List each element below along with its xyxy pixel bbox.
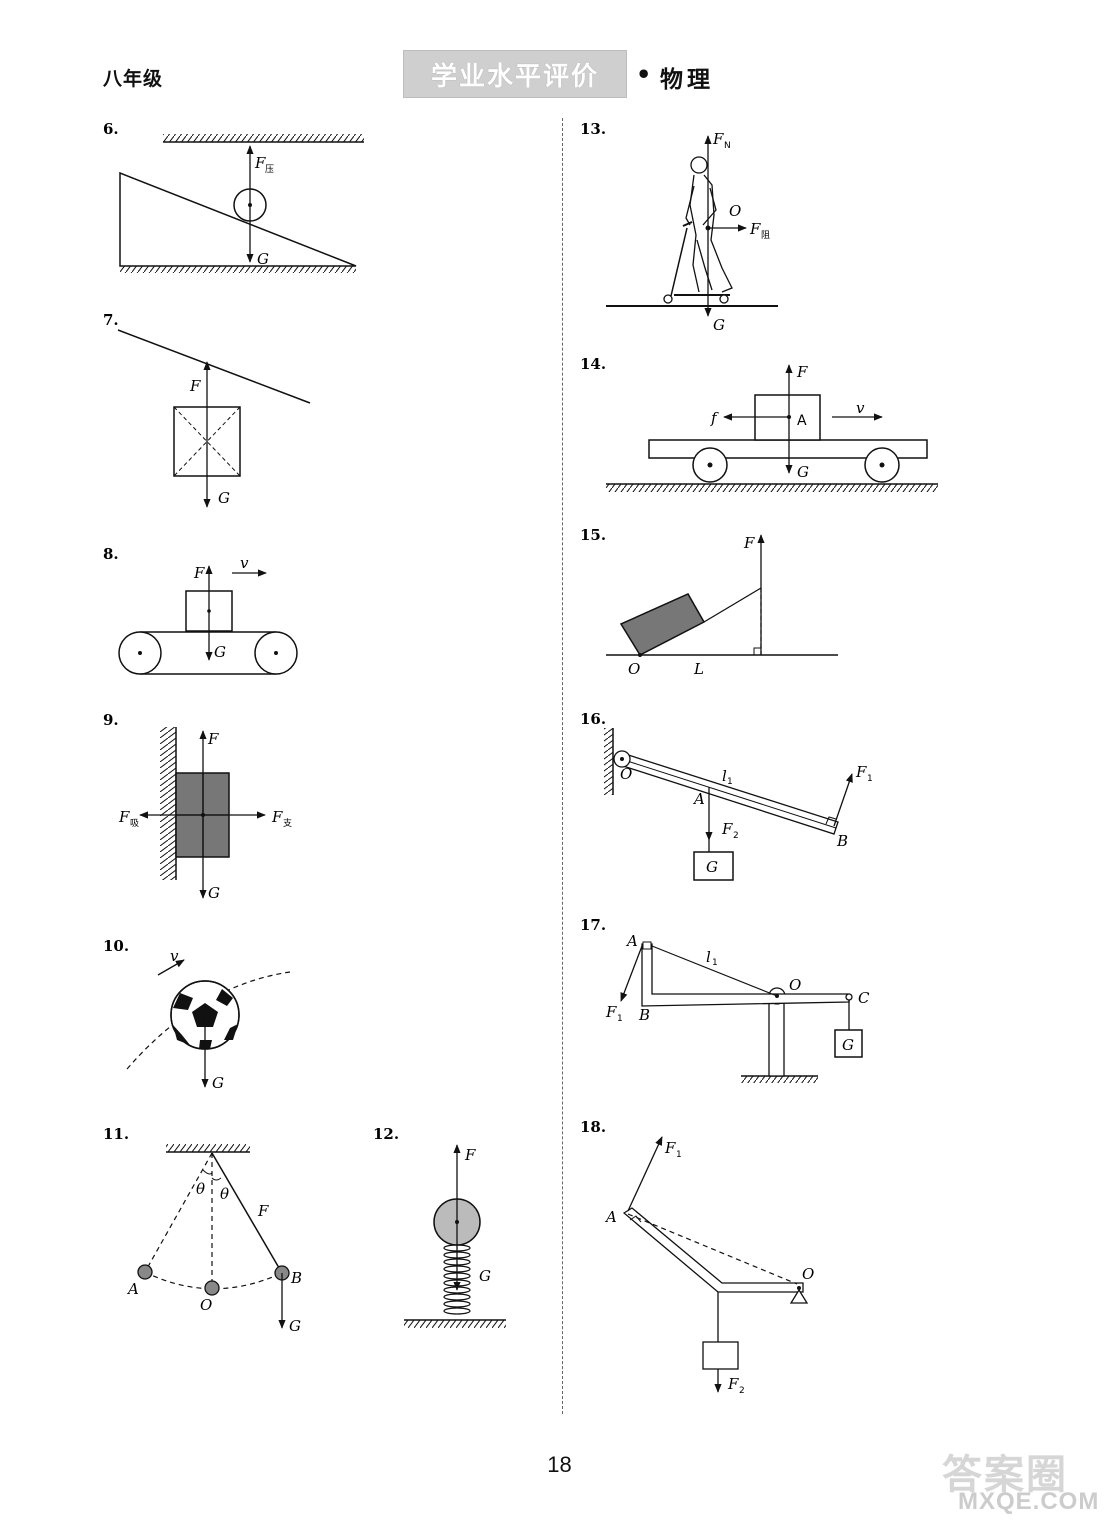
problem-8-diagram: 8. F v G <box>103 545 298 675</box>
watermark-site: MXQE.COM <box>958 1488 1100 1515</box>
svg-text:C: C <box>858 989 870 1007</box>
svg-text:吸: 吸 <box>130 818 139 829</box>
subject-title: 物理 <box>660 67 714 93</box>
problem-12-number: 12. <box>373 1125 399 1143</box>
svg-text:支: 支 <box>283 817 292 829</box>
problem-18-number: 18. <box>580 1118 606 1136</box>
svg-text:F: F <box>605 1003 617 1021</box>
problem-6-number: 6. <box>103 120 119 138</box>
grade-label: 八年级 <box>103 68 164 90</box>
problem-9-diagram: 9. F F 吸 F 支 G <box>103 711 292 902</box>
problem-10-diagram: 10. v G <box>103 937 291 1092</box>
svg-text:L: L <box>693 660 704 678</box>
svg-text:1: 1 <box>617 1014 623 1024</box>
svg-text:F: F <box>721 820 733 838</box>
label-f-press: F <box>254 154 266 172</box>
problem-7-diagram: 7. F G <box>103 311 311 508</box>
svg-text:1: 1 <box>867 774 873 784</box>
label-g: G <box>257 250 269 268</box>
problem-15-number: 15. <box>580 526 606 544</box>
svg-text:F: F <box>664 1139 676 1157</box>
svg-text:θ: θ <box>196 1180 205 1198</box>
problem-9-number: 9. <box>103 711 119 729</box>
svg-text:A: A <box>692 790 705 808</box>
problem-14-diagram: 14. F f A v G <box>580 355 938 492</box>
svg-text:1: 1 <box>676 1150 682 1160</box>
svg-text:l: l <box>706 948 711 966</box>
svg-text:F: F <box>796 363 808 381</box>
svg-text:F: F <box>118 808 130 826</box>
svg-text:F: F <box>749 220 761 238</box>
svg-text:阻: 阻 <box>761 230 770 241</box>
svg-text:2: 2 <box>733 831 739 841</box>
svg-text:1: 1 <box>712 958 718 968</box>
svg-text:l: l <box>722 767 727 785</box>
svg-text:A: A <box>797 413 807 429</box>
svg-text:G: G <box>208 884 220 902</box>
svg-text:G: G <box>212 1074 224 1092</box>
svg-text:O: O <box>729 202 741 220</box>
svg-text:B: B <box>290 1269 302 1287</box>
svg-text:A: A <box>604 1208 617 1226</box>
svg-text:压: 压 <box>265 164 274 175</box>
svg-text:G: G <box>214 643 226 661</box>
problem-13-number: 13. <box>580 120 606 138</box>
problem-11-number: 11. <box>103 1125 129 1143</box>
header-dot: • <box>636 60 652 89</box>
svg-text:B: B <box>638 1006 650 1024</box>
svg-text:A: A <box>625 932 638 950</box>
problem-11-diagram: 11. θ θ F A O B G <box>103 1125 302 1335</box>
svg-text:F: F <box>257 1202 269 1220</box>
problem-10-number: 10. <box>103 937 129 955</box>
svg-text:N: N <box>724 141 731 151</box>
problem-15-diagram: 15. F O L <box>580 526 838 678</box>
svg-text:F: F <box>464 1146 476 1164</box>
series-title-banner: 学业水平评价 <box>403 50 627 98</box>
svg-text:F: F <box>743 534 755 552</box>
problem-12-diagram: 12. F G <box>373 1125 506 1328</box>
svg-text:F: F <box>855 763 867 781</box>
problem-7-number: 7. <box>103 311 119 329</box>
svg-text:G: G <box>713 316 725 334</box>
svg-text:G: G <box>289 1317 301 1335</box>
svg-text:B: B <box>836 832 848 850</box>
problem-17-diagram: 17. A l 1 O C F 1 B G <box>580 916 870 1083</box>
svg-text:F: F <box>727 1375 739 1393</box>
problem-6-diagram: 6. F 压 G <box>103 120 364 273</box>
svg-text:f: f <box>710 409 719 427</box>
problem-13-diagram: 13. F N O F 阻 G <box>580 120 778 334</box>
svg-text:G: G <box>218 489 230 507</box>
svg-text:O: O <box>802 1265 814 1283</box>
problem-14-number: 14. <box>580 355 606 373</box>
svg-text:F: F <box>712 130 724 148</box>
problem-16-number: 16. <box>580 710 606 728</box>
svg-text:1: 1 <box>727 777 733 787</box>
problem-17-number: 17. <box>580 916 606 934</box>
watermark-logo: 答案圈 <box>942 1452 1068 1498</box>
problem-16-diagram: 16. O l 1 A F 1 F 2 B G <box>580 710 873 881</box>
svg-text:O: O <box>620 765 632 783</box>
svg-text:O: O <box>628 660 640 678</box>
svg-text:G: G <box>797 463 809 481</box>
column-divider <box>562 118 563 1414</box>
svg-text:G: G <box>706 858 718 876</box>
svg-text:G: G <box>842 1036 854 1054</box>
svg-text:v: v <box>856 399 865 417</box>
svg-text:F: F <box>189 377 201 395</box>
svg-text:v: v <box>240 554 249 572</box>
problem-8-number: 8. <box>103 545 119 563</box>
svg-text:F: F <box>207 730 219 748</box>
page-number: 18 <box>547 1452 572 1477</box>
svg-text:O: O <box>200 1296 212 1314</box>
svg-text:F: F <box>271 808 283 826</box>
svg-text:G: G <box>479 1267 491 1285</box>
problem-18-diagram: 18. F 1 A O F 2 <box>580 1118 814 1396</box>
svg-text:F: F <box>193 564 205 582</box>
svg-text:O: O <box>789 976 801 994</box>
svg-text:A: A <box>126 1280 139 1298</box>
svg-text:θ: θ <box>220 1185 229 1203</box>
svg-text:v: v <box>170 947 179 965</box>
svg-text:2: 2 <box>739 1386 745 1396</box>
